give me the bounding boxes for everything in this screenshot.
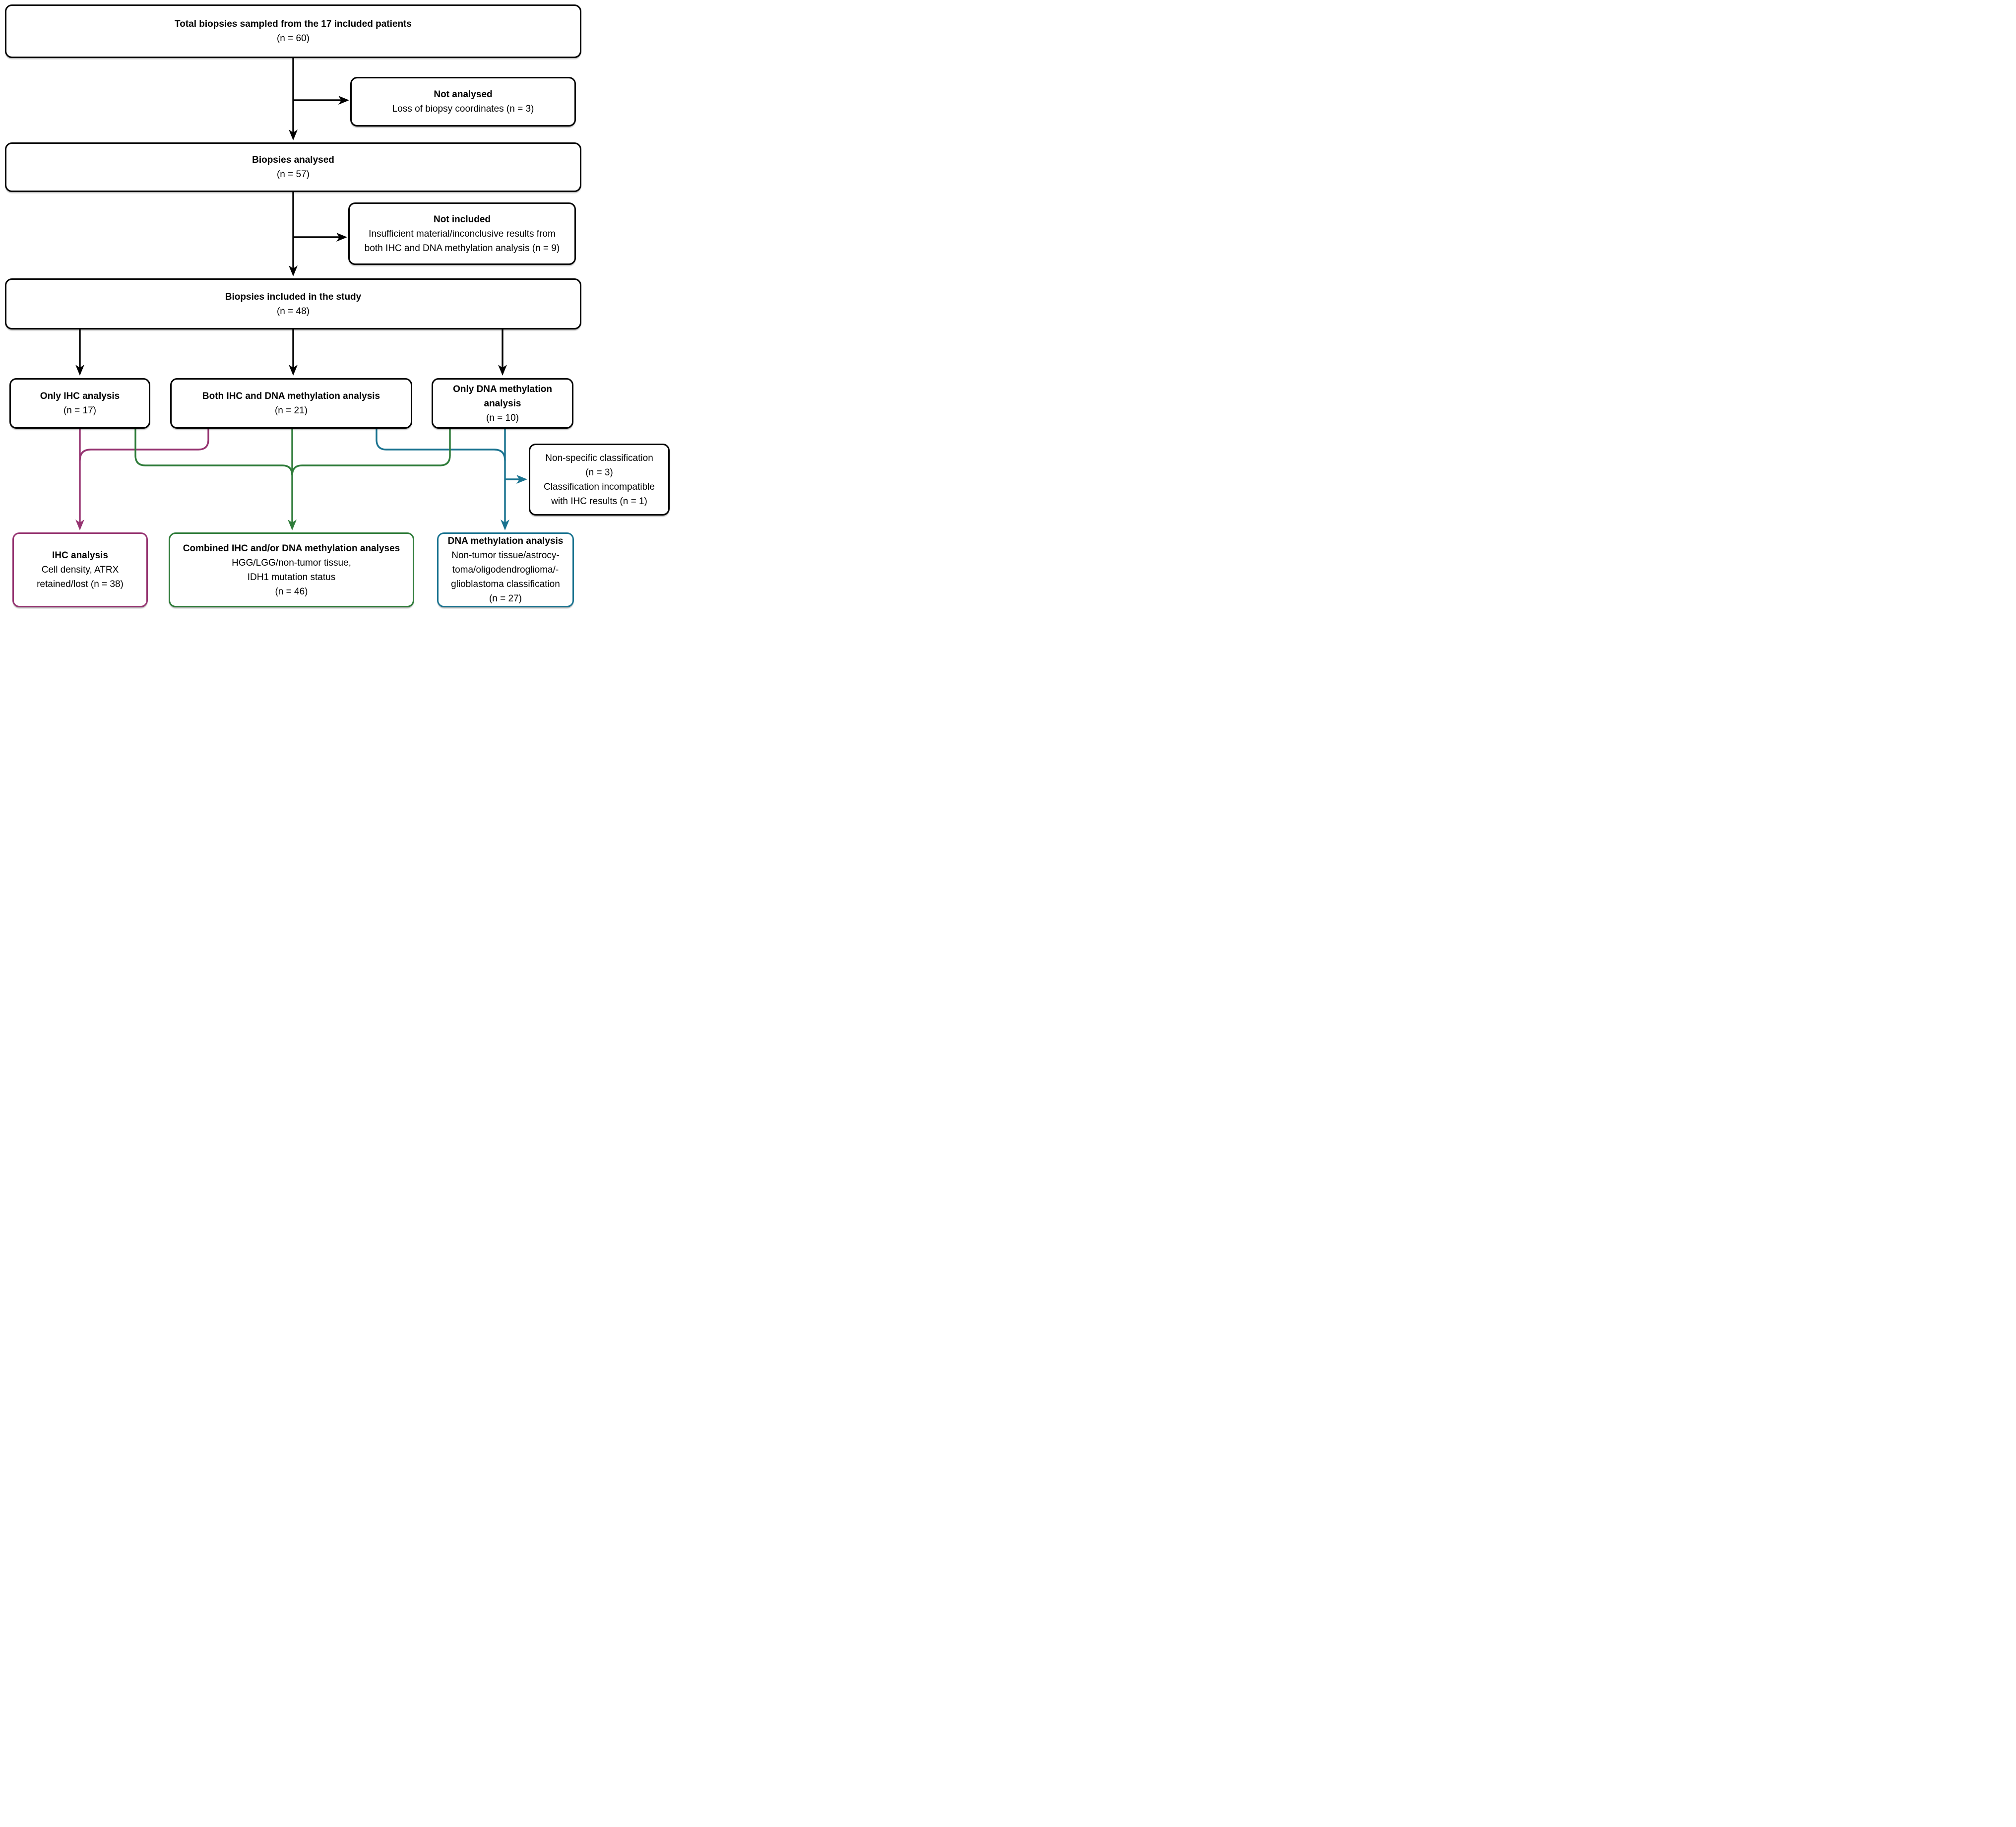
node-count: (n = 17): [63, 405, 96, 416]
node-both-ihc-dna: Both IHC and DNA methylation analysis (n…: [170, 378, 412, 429]
node-ihc-analysis-result: IHC analysis Cell density, ATRX retained…: [12, 532, 148, 607]
green-merge-right: [291, 429, 451, 476]
node-heading: Not included: [433, 214, 491, 225]
purple-connectors: [75, 429, 209, 530]
node-heading: Only DNA methylation analysis: [453, 384, 552, 409]
node-line: with IHC results (n = 1): [551, 496, 647, 507]
node-line: Non-tumor tissue/astrocy-: [451, 550, 560, 561]
node-count: (n = 27): [489, 593, 522, 604]
arrow-total-to-analysed-arrowhead: [289, 130, 298, 140]
green-arrowhead: [288, 520, 297, 530]
blue-merge-line: [376, 429, 506, 461]
node-heading: Total biopsies sampled from the 17 inclu…: [175, 19, 412, 29]
node-line: glioblastoma classification: [451, 579, 560, 589]
blue-connectors: [376, 429, 527, 530]
blue-arrowhead: [501, 520, 509, 530]
node-line: toma/oligodendroglioma/-: [452, 565, 559, 575]
node-heading: Not analysed: [434, 89, 493, 100]
node-combined-analyses-result: Combined IHC and/or DNA methylation anal…: [169, 532, 414, 607]
arrow-included-to-both-arrowhead: [289, 365, 298, 376]
arrow-branch-not-included-arrowhead: [336, 233, 347, 242]
node-line: HGG/LGG/non-tumor tissue,: [232, 557, 351, 568]
node-count: (n = 10): [486, 412, 519, 423]
node-line: Classification incompatible: [544, 481, 655, 492]
node-line: Non-specific classification: [545, 453, 653, 463]
node-count: (n = 60): [276, 33, 310, 44]
node-count: (n = 48): [276, 306, 310, 317]
node-heading: Biopsies included in the study: [225, 291, 362, 302]
arrow-included-to-only-ihc-arrowhead: [75, 365, 84, 376]
node-line: (n = 3): [585, 467, 613, 478]
purple-arrowhead: [75, 520, 84, 530]
arrow-analysed-to-included-arrowhead: [289, 265, 298, 276]
node-heading: Both IHC and DNA methylation analysis: [202, 391, 380, 401]
flow-diagram: Total biopsies sampled from the 17 inclu…: [0, 0, 672, 609]
node-heading: IHC analysis: [52, 550, 108, 561]
node-only-ihc: Only IHC analysis (n = 17): [9, 378, 150, 429]
green-merge-left: [134, 429, 293, 476]
node-line: both IHC and DNA methylation analysis (n…: [364, 243, 560, 254]
black-connectors: [75, 58, 507, 376]
node-biopsies-analysed: Biopsies analysed (n = 57): [5, 142, 581, 192]
green-connectors: [134, 429, 451, 530]
blue-side-arrowhead: [516, 475, 527, 484]
node-line: IDH1 mutation status: [247, 572, 336, 583]
node-count: (n = 57): [276, 169, 310, 180]
node-line: Cell density, ATRX: [41, 565, 119, 575]
connector-lines: [75, 58, 527, 530]
node-dna-methylation-result: DNA methylation analysis Non-tumor tissu…: [437, 532, 574, 607]
node-not-analysed: Not analysed Loss of biopsy coordinates …: [350, 77, 576, 127]
node-not-included: Not included Insufficient material/incon…: [348, 202, 576, 265]
node-non-specific-classification: Non-specific classification (n = 3) Clas…: [529, 444, 670, 516]
node-line: Loss of biopsy coordinates (n = 3): [392, 104, 534, 114]
node-heading: Only IHC analysis: [40, 391, 120, 401]
node-heading: DNA methylation analysis: [447, 536, 564, 546]
arrow-included-to-only-dna-arrowhead: [498, 365, 507, 376]
purple-merge-line: [79, 429, 209, 461]
node-count: (n = 21): [274, 405, 308, 416]
arrow-branch-not-analysed-arrowhead: [338, 96, 349, 105]
node-biopsies-included: Biopsies included in the study (n = 48): [5, 278, 581, 329]
node-only-dna: Only DNA methylation analysis (n = 10): [432, 378, 573, 429]
node-heading: Biopsies analysed: [252, 155, 334, 165]
node-line: Insufficient material/inconclusive resul…: [369, 228, 556, 239]
node-count: (n = 46): [275, 586, 308, 597]
node-heading: Combined IHC and/or DNA methylation anal…: [183, 543, 400, 554]
node-line: retained/lost (n = 38): [37, 579, 124, 589]
node-total-biopsies: Total biopsies sampled from the 17 inclu…: [5, 4, 581, 58]
